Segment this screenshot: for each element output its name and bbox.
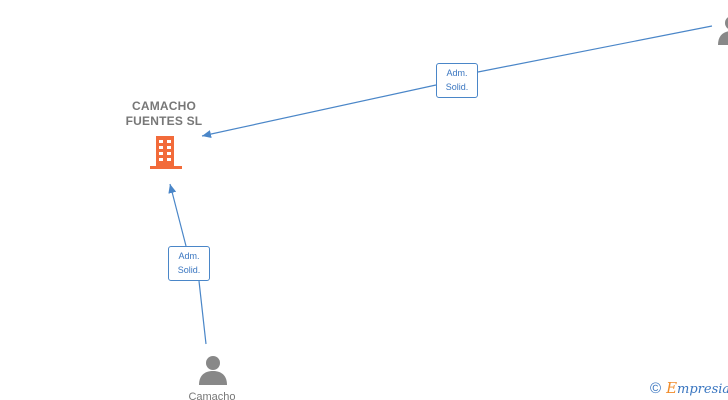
brand-initial: E xyxy=(666,379,678,397)
brand-rest: mpresia xyxy=(677,382,728,397)
edge-person-to-company xyxy=(170,184,207,345)
company-name[interactable]: CAMACHO FUENTES SL xyxy=(104,99,224,129)
edge-label-line2: Solid. xyxy=(177,265,201,275)
edge-label-line1: Adm. xyxy=(178,251,200,261)
edge-topright-to-company xyxy=(202,25,713,136)
edge-label-line2: Solid. xyxy=(445,82,469,92)
person-icon[interactable] xyxy=(716,14,728,46)
edge-label-line1: Adm. xyxy=(446,68,468,78)
company-name-line1: CAMACHO xyxy=(131,99,197,113)
person-icon[interactable] xyxy=(197,354,229,386)
building-icon[interactable] xyxy=(148,134,184,172)
brand-logo: Empresia xyxy=(666,379,728,399)
edge-label-adm-solid[interactable]: Adm. Solid. xyxy=(168,246,210,281)
copyright-icon: © xyxy=(650,380,662,397)
person-name[interactable]: Camacho xyxy=(188,391,236,400)
copyright-footer: © Empresia xyxy=(650,379,728,399)
edge-label-adm-solid[interactable]: Adm. Solid. xyxy=(436,63,478,98)
company-name-line2: FUENTES SL xyxy=(125,114,203,128)
